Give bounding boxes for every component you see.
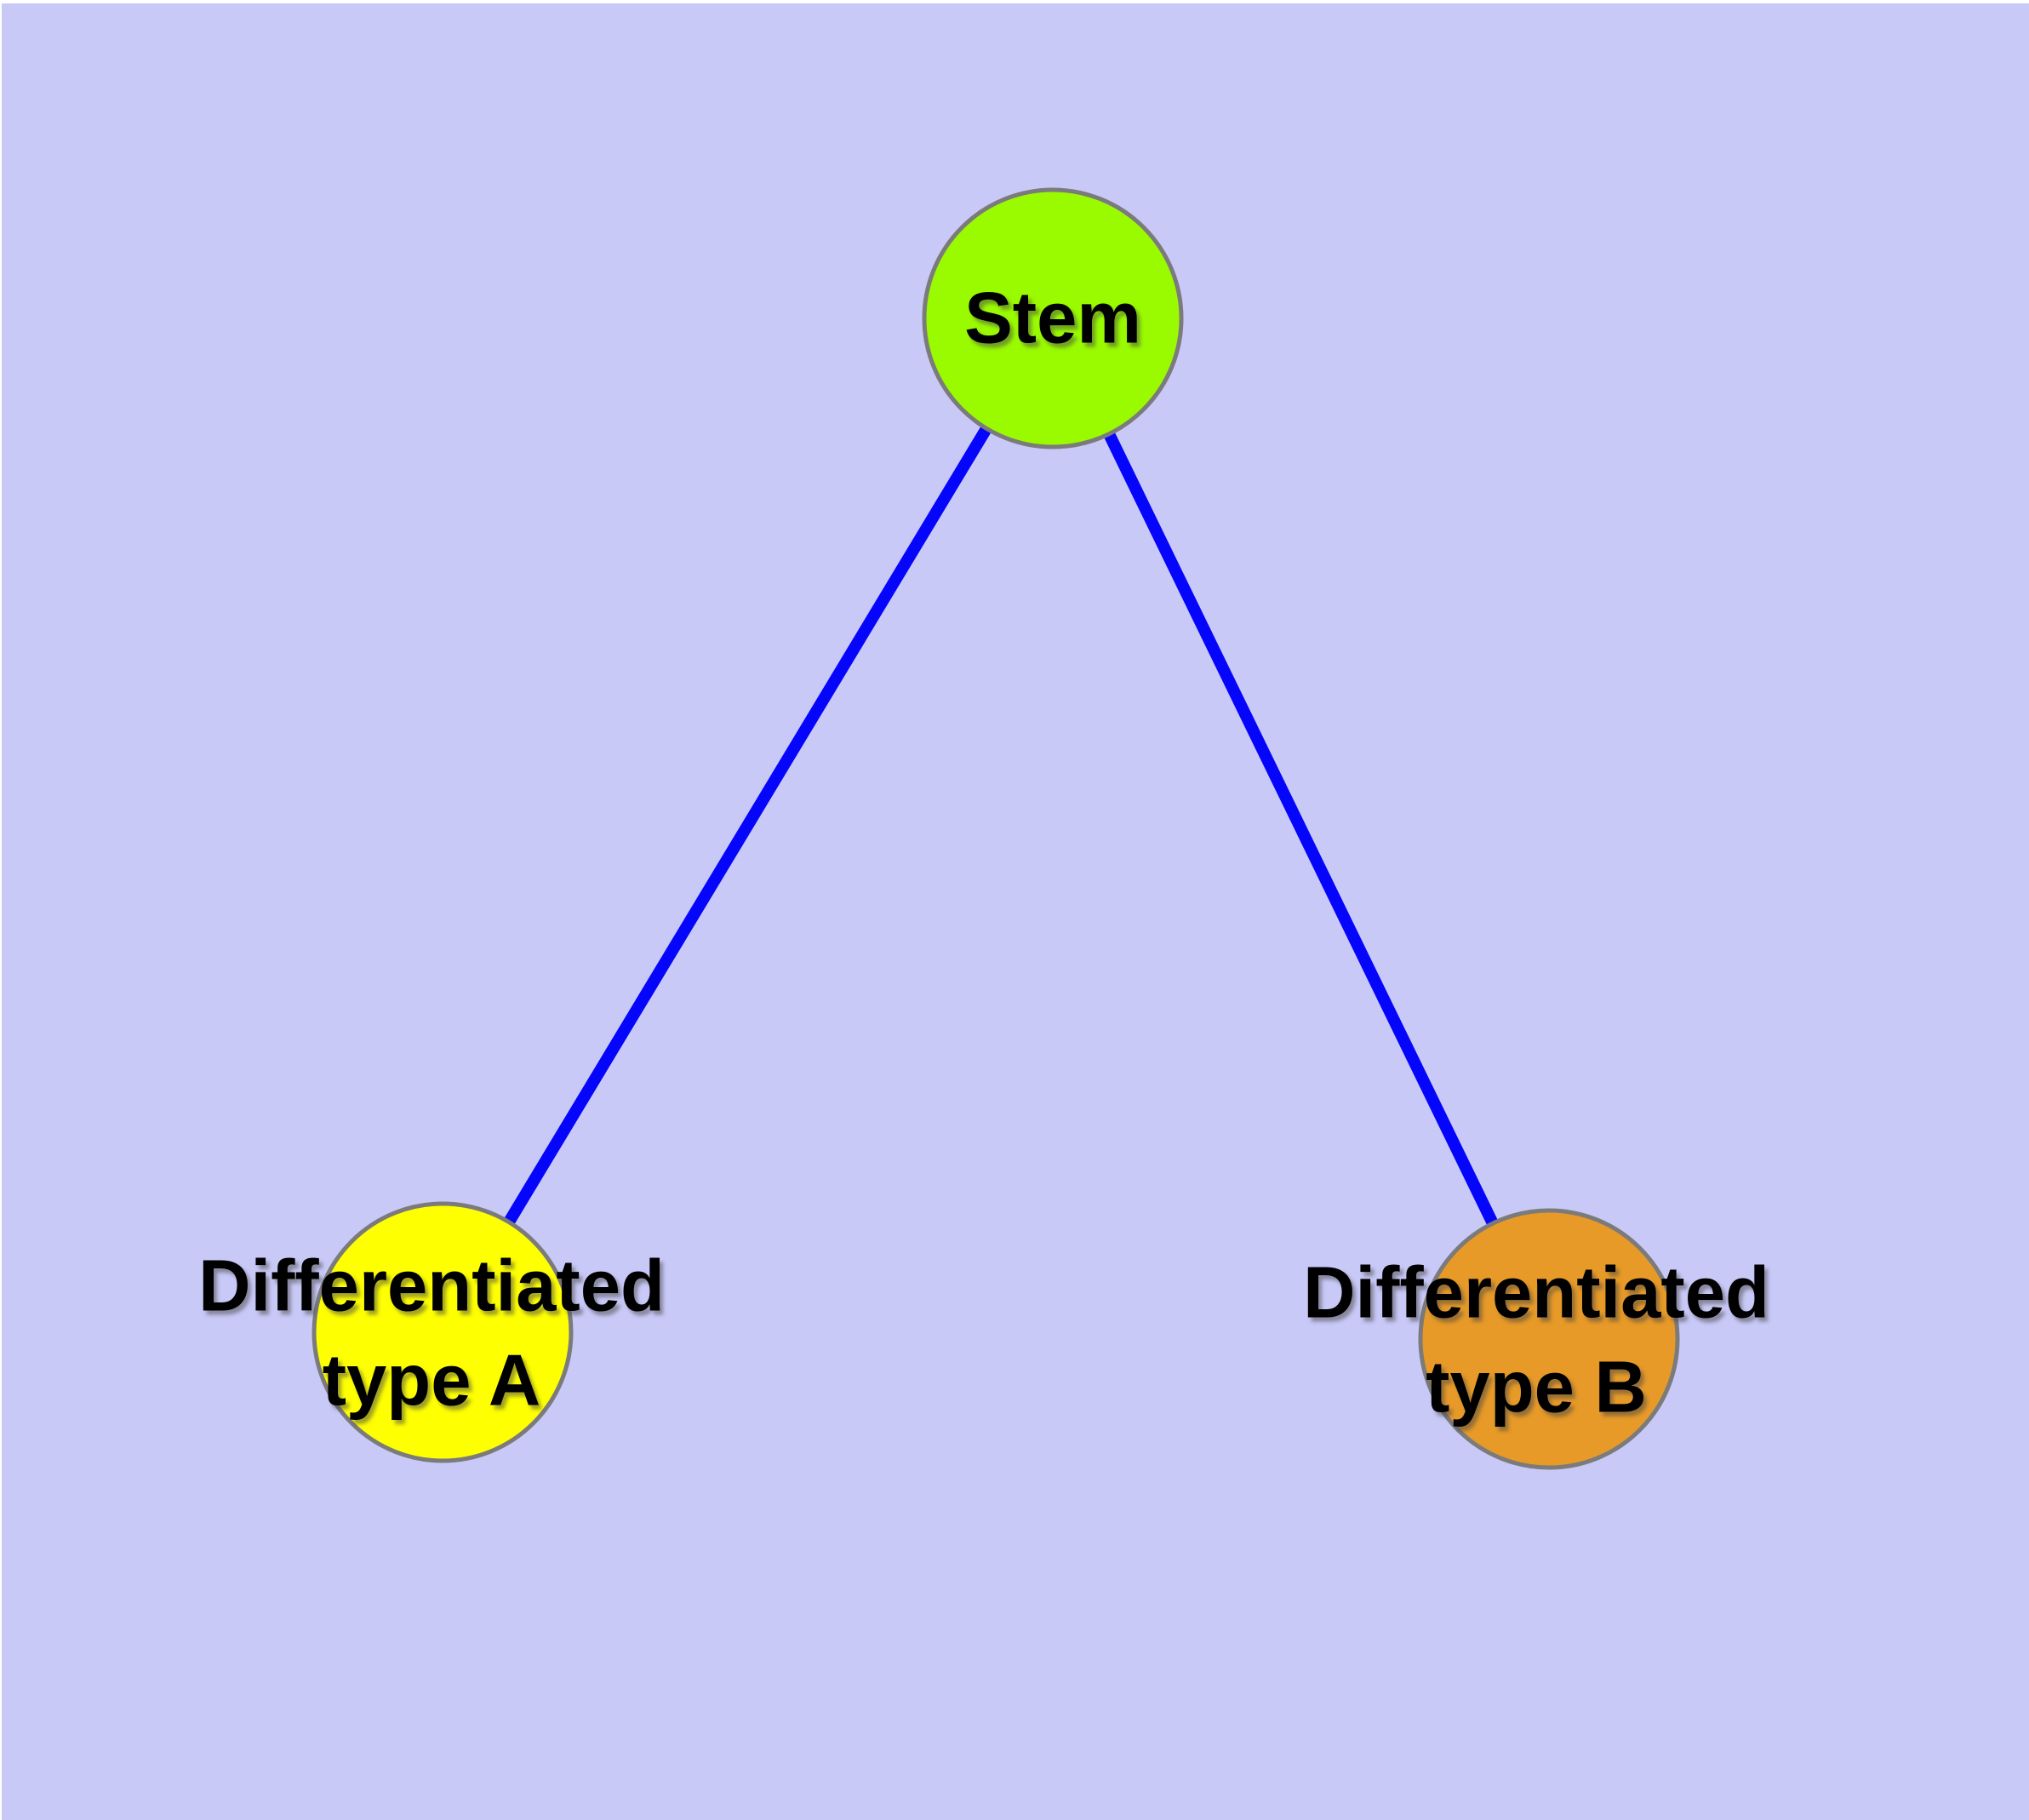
node-differentiated-type-a — [311, 1201, 574, 1463]
node-differentiated-type-b — [1418, 1208, 1680, 1470]
node-type-b-label-line2: type B — [1426, 1348, 1647, 1428]
node-type-a-label-line1: Differentiated — [198, 1246, 665, 1327]
node-stem-label: Stem — [964, 278, 1141, 359]
node-type-a-label-line2: type A — [323, 1341, 541, 1422]
edge-stem-to-type-a — [437, 315, 1058, 1336]
node-type-b-label-line1: Differentiated — [1303, 1253, 1769, 1334]
edge-stem-to-type-b — [1047, 315, 1555, 1342]
node-stem — [922, 187, 1184, 449]
